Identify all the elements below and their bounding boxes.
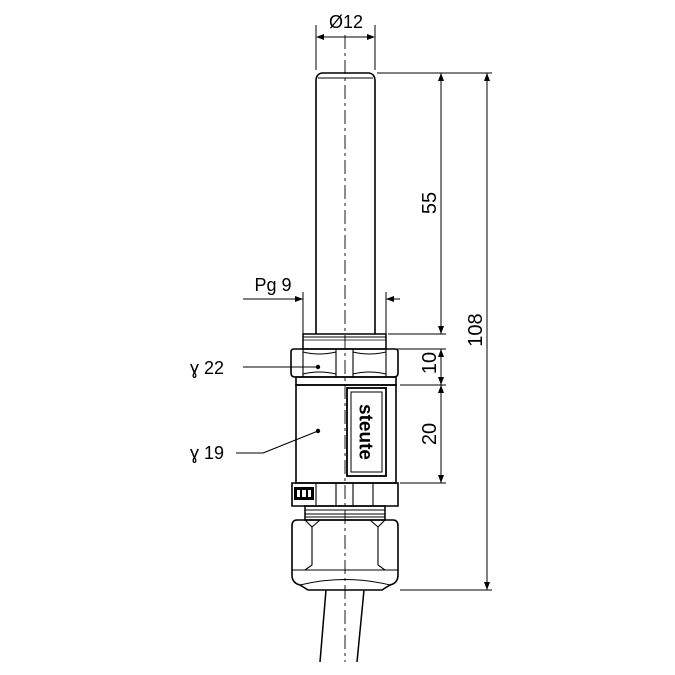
- body-wrench-callout: ɣ 19: [190, 428, 321, 463]
- length-sensor-label: 55: [419, 192, 441, 214]
- nut-wrench-label: ɣ 22: [190, 358, 224, 378]
- cable-gland: [291, 505, 399, 591]
- sensor-tube: [315, 72, 376, 334]
- dimension-thread: Pg 9: [243, 275, 400, 334]
- lock-ring: [291, 482, 399, 507]
- vertical-dimensions: 55 10 20 108: [377, 72, 492, 591]
- length-nut-label: 10: [419, 352, 441, 374]
- thread-section: [302, 333, 387, 350]
- brand-text: steute: [355, 404, 376, 460]
- length-total-label: 108: [465, 313, 487, 346]
- body-wrench-label: ɣ 19: [190, 443, 224, 463]
- diameter-label: Ø12: [329, 12, 363, 32]
- length-body-label: 20: [419, 423, 441, 445]
- housing-body: [295, 376, 397, 484]
- brand-label: steute: [346, 387, 387, 477]
- thread-label: Pg 9: [254, 275, 291, 295]
- dimension-diameter: Ø12: [315, 12, 376, 70]
- nut-wrench-callout: ɣ 22: [190, 358, 321, 378]
- cable: [319, 589, 365, 663]
- hex-nut: [290, 348, 399, 378]
